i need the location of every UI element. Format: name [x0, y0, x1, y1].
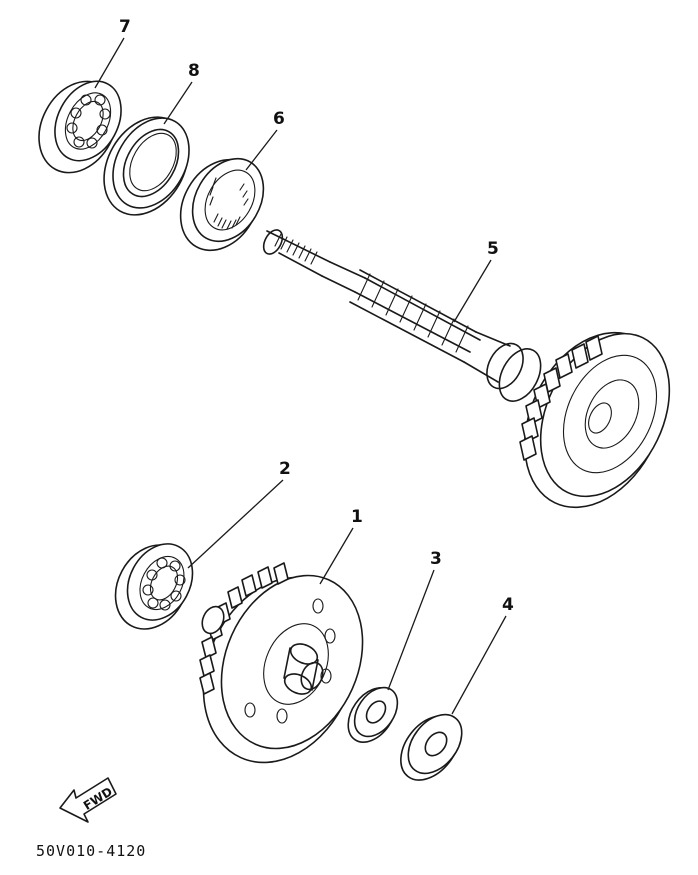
figure-code: 50V010-4120	[36, 842, 146, 860]
callout-3: 3	[430, 549, 442, 569]
callout-2: 2	[279, 459, 291, 479]
callout-5: 5	[487, 239, 499, 259]
callout-6: 6	[273, 109, 285, 129]
part-5-shaft	[262, 229, 671, 509]
callout-4: 4	[502, 595, 514, 615]
part-6-bearing	[179, 157, 265, 252]
part-8-seal	[103, 116, 190, 216]
callout-8: 8	[188, 61, 200, 81]
part-4-washer	[400, 713, 463, 781]
callout-1: 1	[351, 507, 363, 527]
part-1-gear	[199, 562, 364, 764]
part-7-bearing	[38, 80, 122, 174]
part-3-washer	[347, 686, 399, 743]
fwd-arrow: FWD	[59, 777, 117, 823]
part-2-bearing	[114, 543, 194, 630]
leader-lines	[94, 37, 507, 715]
callout-7: 7	[119, 17, 131, 37]
